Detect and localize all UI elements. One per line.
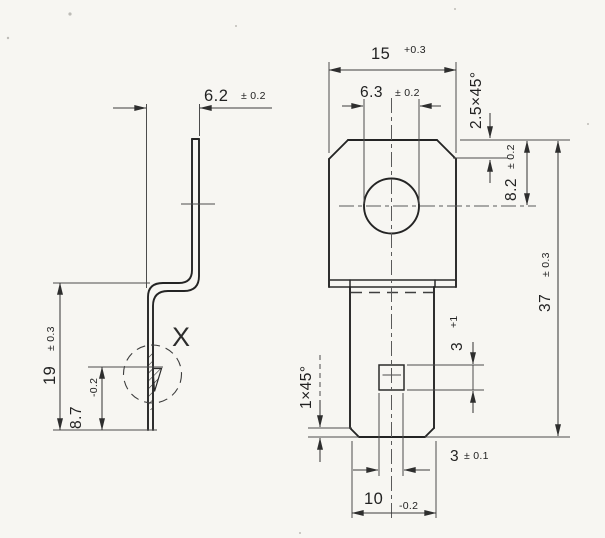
dim-lance-height: 8.7 -0.2 bbox=[68, 366, 163, 431]
body-chamfer-left bbox=[328, 139, 349, 160]
dim-bend-offset-tolerance: ± 0.2 bbox=[241, 90, 266, 102]
dim-chamfer-bottom-value: 1×45° bbox=[298, 365, 315, 409]
dim-blade-width-tolerance: -0.2 bbox=[399, 500, 418, 512]
side-view-outline-inner bbox=[147, 138, 193, 431]
dim-hole-dia-value: 6.3 bbox=[360, 84, 383, 101]
dim-lance-height-tolerance: -0.2 bbox=[88, 378, 100, 397]
dim-width-top: 15 +0.3 bbox=[328, 44, 457, 153]
lance-wedge bbox=[152, 367, 163, 392]
blade-chamfer-left bbox=[349, 427, 360, 438]
side-view: X 6.2 ± 0.2 19 ± 0.3 8.7 -0.2 bbox=[41, 87, 272, 431]
dim-bend-offset: 6.2 ± 0.2 bbox=[113, 87, 272, 288]
dim-lance-depth: 3 +1 bbox=[407, 315, 484, 413]
paper-specks bbox=[6, 8, 589, 534]
dim-hole-dia-tolerance: ± 0.2 bbox=[395, 87, 420, 99]
dim-leg-height-value: 19 bbox=[41, 366, 59, 385]
dim-hole-offset-value: 8.2 bbox=[503, 178, 520, 201]
dim-leg-height: 19 ± 0.3 bbox=[41, 282, 157, 431]
dim-hole-dia: 6.3 ± 0.2 bbox=[342, 84, 441, 204]
hatch-section bbox=[148, 352, 153, 410]
dim-blade-width: 10 -0.2 bbox=[351, 441, 437, 518]
dim-chamfer-bottom: 1×45° bbox=[298, 355, 359, 462]
dim-hole-offset: 8.2 ± 0.2 bbox=[503, 140, 530, 206]
dim-notch-width: 3 ± 0.1 bbox=[353, 393, 489, 476]
dim-total-height-tolerance: ± 0.3 bbox=[540, 252, 552, 277]
dim-lance-height-value: 8.7 bbox=[68, 406, 85, 429]
dim-chamfer-top: 2.5×45° bbox=[453, 71, 570, 183]
dim-blade-width-value: 10 bbox=[364, 490, 383, 508]
dim-notch-width-value: 3 bbox=[450, 448, 459, 465]
side-view-outline-outer bbox=[152, 138, 200, 431]
notch bbox=[378, 364, 405, 391]
dim-width-top-tolerance: +0.3 bbox=[404, 44, 426, 56]
detail-circle bbox=[122, 344, 183, 404]
dim-width-top-value: 15 bbox=[371, 45, 390, 63]
dim-total-height-value: 37 bbox=[537, 294, 554, 312]
dim-total-height: 37 ± 0.3 bbox=[425, 140, 570, 438]
dim-lance-depth-value: 3 bbox=[449, 342, 466, 351]
dim-bend-offset-value: 6.2 bbox=[204, 87, 228, 105]
detail-label: X bbox=[172, 322, 190, 352]
dim-lance-depth-tolerance: +1 bbox=[448, 315, 460, 328]
dim-hole-offset-tolerance: ± 0.2 bbox=[505, 144, 517, 169]
dim-notch-width-tolerance: ± 0.1 bbox=[464, 450, 489, 462]
front-view: 15 +0.3 6.3 ± 0.2 2.5×45° 8.2 ± 0.2 bbox=[298, 44, 570, 521]
dim-chamfer-top-value: 2.5×45° bbox=[468, 71, 485, 129]
blade-chamfer-right bbox=[424, 427, 435, 438]
dim-leg-height-tolerance: ± 0.3 bbox=[45, 326, 57, 351]
body-chamfer-right bbox=[436, 139, 457, 160]
